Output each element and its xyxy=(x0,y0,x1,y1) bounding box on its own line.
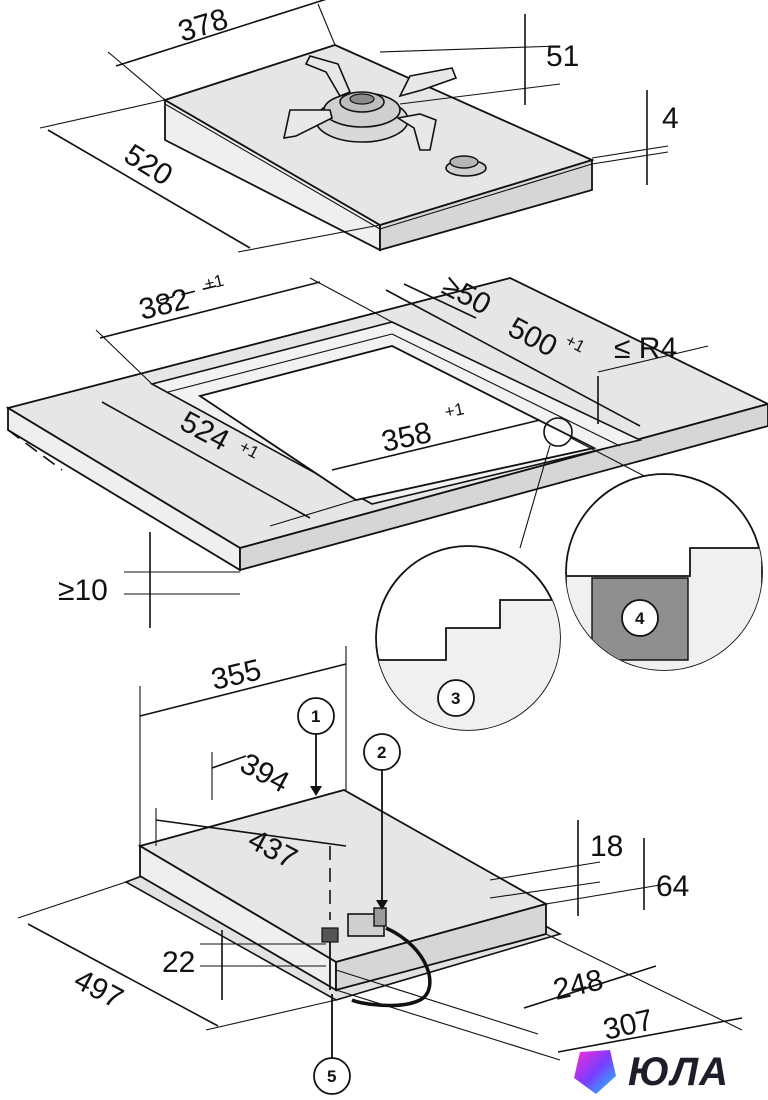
dim-248: 248 xyxy=(550,963,606,1006)
callout-5-label: 5 xyxy=(327,1067,336,1086)
pan-support xyxy=(282,55,458,151)
dim-355: 355 xyxy=(208,653,264,696)
dim-51: 51 xyxy=(546,40,579,73)
hob-illustration xyxy=(162,44,595,252)
dim-4: 4 xyxy=(662,102,679,135)
brand-logo-icon xyxy=(574,1050,616,1094)
ignition-plug xyxy=(321,927,339,990)
callout-3 xyxy=(437,679,475,717)
brand-name: ЮЛА xyxy=(628,1050,730,1094)
callout-2: 2 xyxy=(363,733,401,910)
detail-4: 4 xyxy=(565,473,763,671)
callout-2-label: 2 xyxy=(377,743,386,762)
dim-520: 520 xyxy=(118,138,178,193)
gas-connector xyxy=(347,907,387,937)
callout-4 xyxy=(621,599,659,637)
electrical-cable xyxy=(351,926,432,1008)
callout-1: 1 xyxy=(297,697,335,796)
dim-378: 378 xyxy=(174,2,232,48)
dim-18: 18 xyxy=(590,830,623,863)
dim-radius: ≤ R4 xyxy=(614,332,677,365)
dim-382: 382 xyxy=(136,283,193,327)
dim-497: 497 xyxy=(69,963,129,1016)
detail-3: 3 xyxy=(375,545,561,731)
dim-64: 64 xyxy=(656,870,689,903)
worktop-illustration xyxy=(5,277,768,572)
detail-marker xyxy=(543,417,573,447)
dim-min-10: ≥10 xyxy=(58,574,108,607)
burner xyxy=(315,91,409,143)
callout-1-label: 1 xyxy=(311,707,320,726)
dim-22: 22 xyxy=(162,946,195,979)
callout-3-label: 3 xyxy=(451,689,460,708)
dim-382-tolerance: +1 xyxy=(202,271,225,294)
dim-358-tolerance: +1 xyxy=(443,399,466,422)
dim-394: 394 xyxy=(235,747,295,800)
dim-307: 307 xyxy=(600,1003,656,1046)
control-knob xyxy=(445,155,487,177)
callout-5: 5 xyxy=(313,994,351,1095)
callout-4-label: 4 xyxy=(635,609,645,628)
brand-watermark: ЮЛА xyxy=(570,1048,760,1096)
